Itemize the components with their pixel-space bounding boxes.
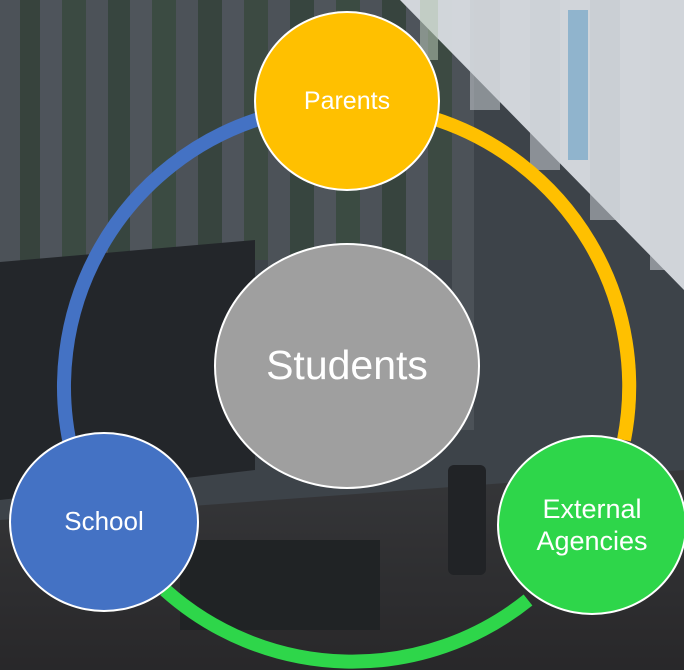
- parents-label: Parents: [303, 87, 391, 115]
- connector-school-external: [160, 584, 533, 669]
- connector-parents-external: [429, 111, 637, 442]
- parents-node: Parents: [254, 11, 440, 191]
- school-label: School: [64, 506, 144, 537]
- connector-parents-school: [57, 111, 265, 455]
- pc-tower: [180, 540, 380, 630]
- school-node: School: [9, 432, 199, 612]
- students-node: Students: [214, 243, 480, 489]
- students-label: Students: [266, 342, 428, 389]
- speaker: [448, 465, 486, 575]
